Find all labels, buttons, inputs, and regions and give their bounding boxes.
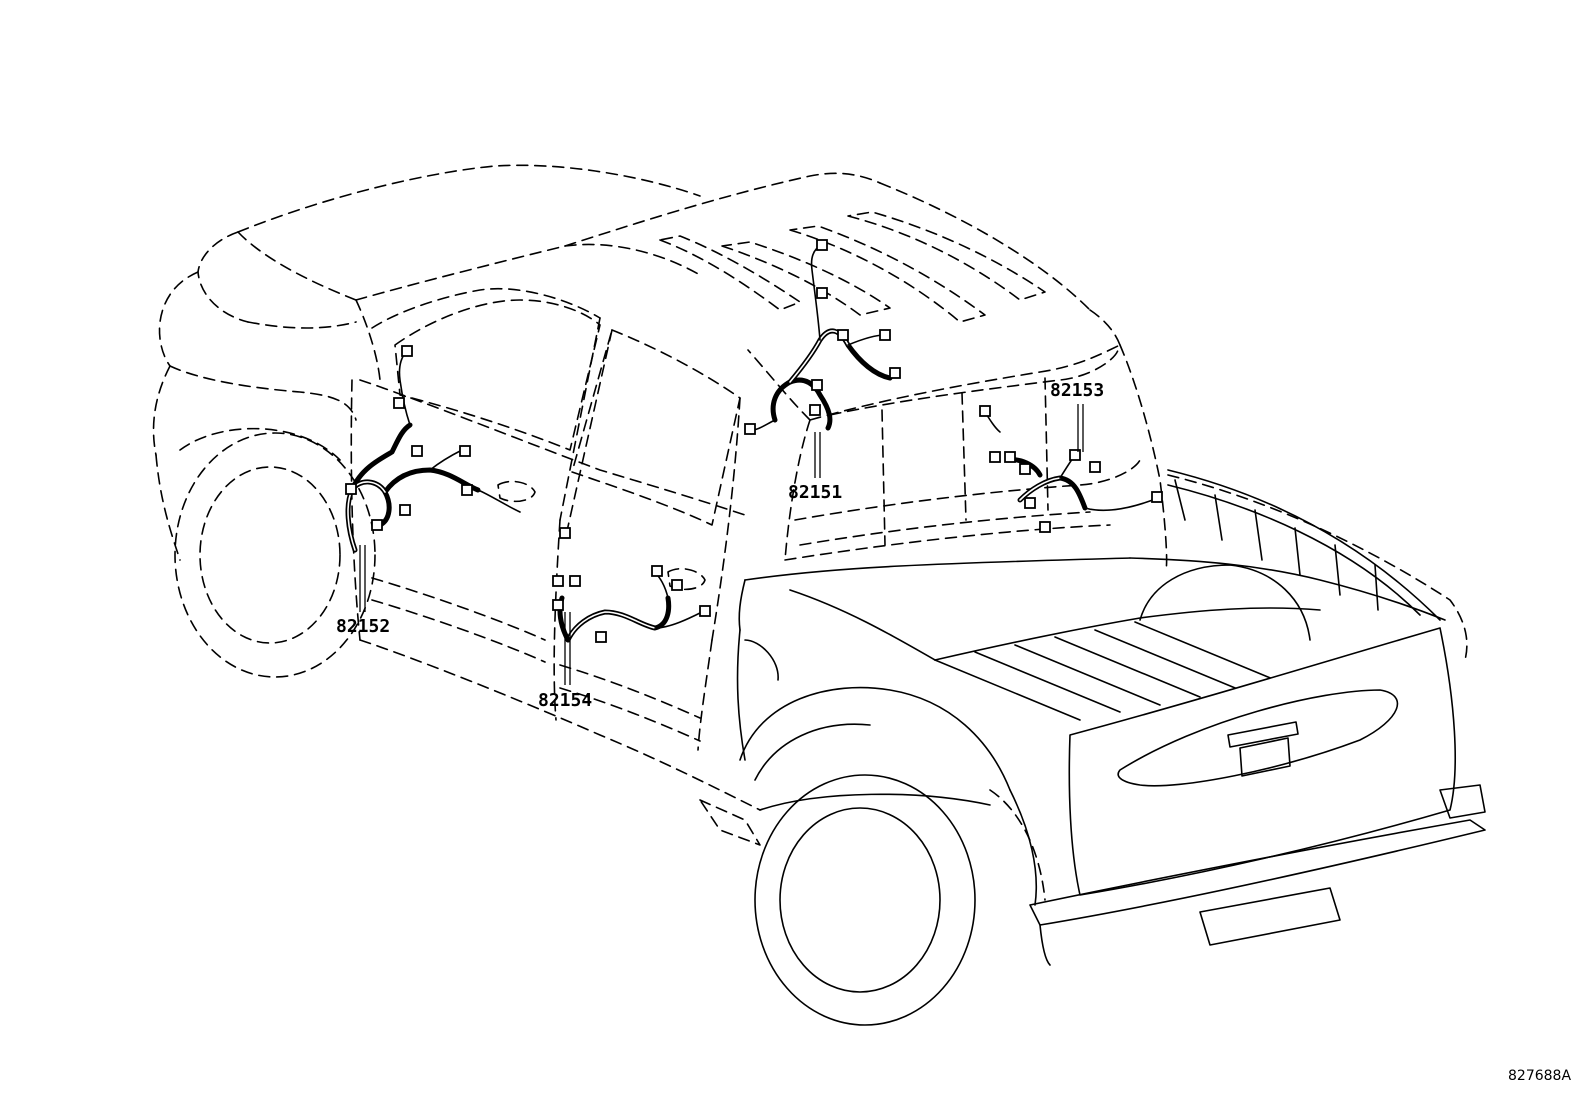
callout-82151: 82151 [788,432,842,503]
diagram-reference-code: 827688A [1508,1068,1571,1084]
connector [1151,491,1163,503]
rear-wheel [739,686,1046,1026]
connector [699,605,711,617]
connector [744,423,756,435]
connector [816,239,828,251]
harness-82151 [744,239,901,435]
front-wheel [174,427,376,678]
connector [811,379,823,391]
callout-82154: 82154 [538,612,592,711]
connector [979,405,991,417]
connector [399,504,411,516]
connector [559,527,571,539]
connector [989,451,1001,463]
connector [393,397,405,409]
connector [1019,463,1031,475]
connector [1069,449,1081,461]
callout-82153: 82153 [1050,380,1104,452]
part-number-label: 82152 [336,616,390,637]
part-number-label: 82153 [1050,380,1104,401]
connector [569,575,581,587]
connector [1024,497,1036,509]
truck-bed [738,469,1468,721]
harness-82152 [345,345,521,553]
truck-body-outline [152,164,1168,846]
connector [1004,451,1016,463]
part-number-label: 82154 [538,690,592,711]
connector [879,329,891,341]
connector [411,445,423,457]
connector [345,483,357,495]
connector [889,367,901,379]
harness-82154 [552,527,711,643]
connector [461,484,473,496]
connector [595,631,607,643]
part-number-label: 82151 [788,482,842,503]
connector [1039,521,1051,533]
connector [552,575,564,587]
harness-82153 [979,405,1163,533]
connector [809,404,821,416]
connector [401,345,413,357]
tailgate [1029,627,1486,966]
rear-quarter-panel [736,629,1038,906]
connector [671,579,683,591]
connector [816,287,828,299]
connector [837,329,849,341]
connector [1089,461,1101,473]
connector [459,445,471,457]
connector [371,519,383,531]
callout-82152: 82152 [336,545,390,637]
connector [552,599,564,611]
connector [651,565,663,577]
